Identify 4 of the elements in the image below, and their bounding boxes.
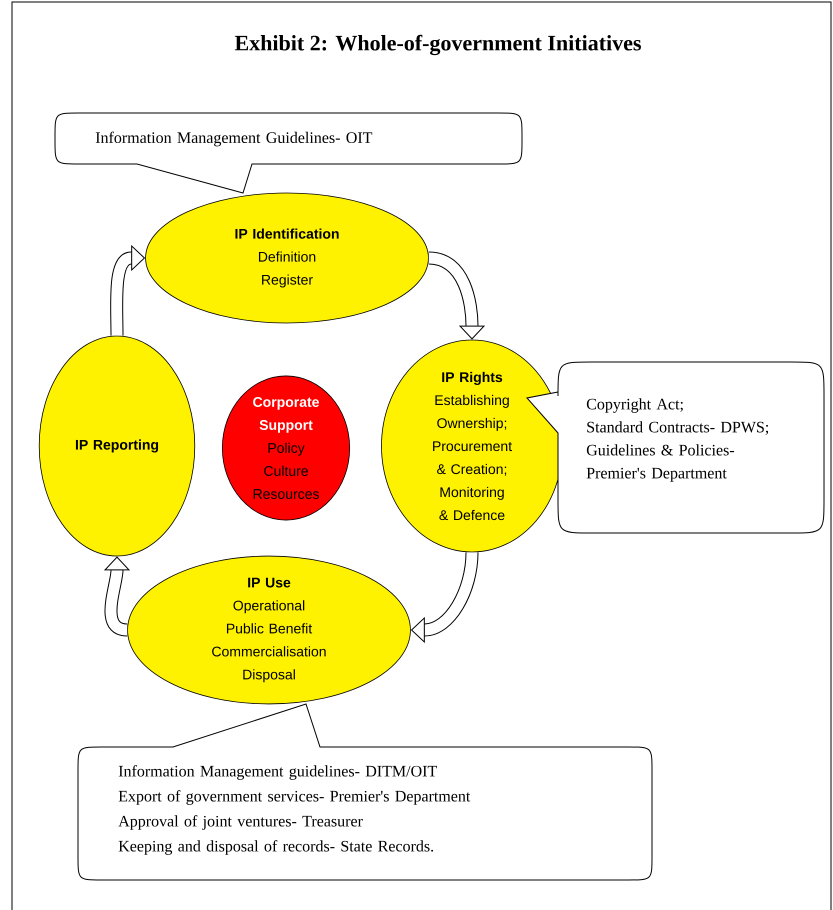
title: Exhibit 2: Whole-of-government Initiatives bbox=[234, 34, 641, 56]
callout: Copyright Act; Standard Contracts- DPWS; Guidelines & Policies- Premier's Department bbox=[526, 362, 824, 534]
callout: Information Management Guidelines- OIT bbox=[54, 112, 522, 194]
callout: Information Management guidelines- DITM/OIT Export of government services- Premier's Department Approval of joint ventures- Treasurer Keeping and disposal of records- State Records. bbox=[78, 704, 652, 880]
